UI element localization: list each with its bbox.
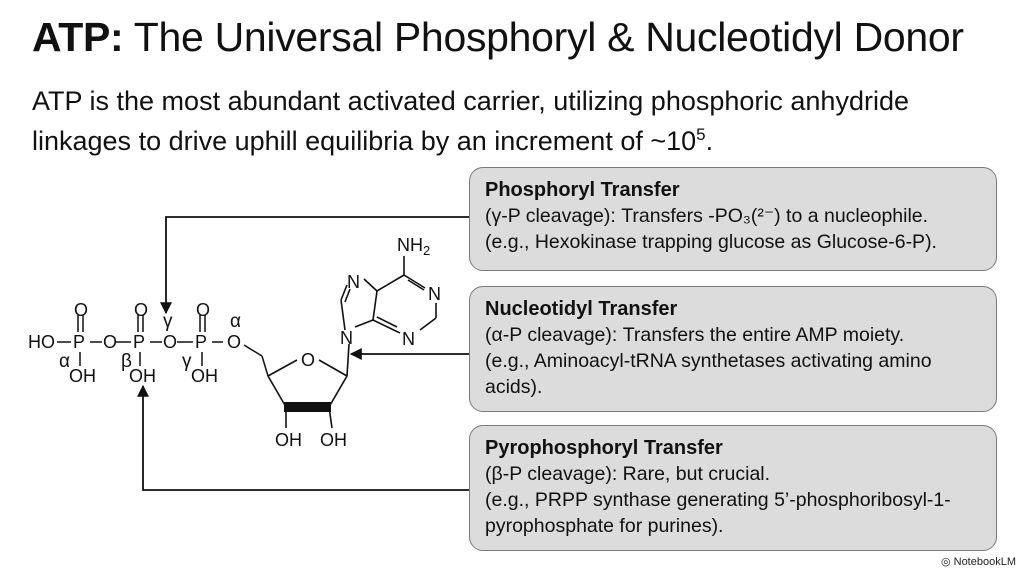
ribose-oh-2: OH [320,430,347,450]
ribose-bold-bond [284,402,331,412]
cleavage-arrows [137,216,469,491]
beta-label: β [121,351,132,372]
oh-bottom-2: OH [129,366,156,386]
title-atp: ATP: [32,14,124,60]
adenine-base: N N N N NH2 [340,235,441,349]
subtitle-exponent: 5 [696,125,706,144]
p-beta-label: P [133,332,145,352]
brand-label: NotebookLM [953,556,1016,568]
o-top-2: O [134,300,148,320]
amino-group: NH2 [397,235,430,258]
gamma-label-top: γ [163,311,173,332]
triphosphate-chain: HO P O P O P O O O O OH OH OH α β γ γ α [28,300,269,386]
alpha-label-left: α [59,351,70,372]
gamma-label-bottom: γ [182,351,192,372]
p-gamma-label: P [195,332,207,352]
amino-subscript: 2 [423,243,430,258]
page-title: ATP: The Universal Phosphoryl & Nucleoti… [32,14,964,61]
o-top-1: O [74,300,88,320]
box-heading: Nucleotidyl Transfer [485,298,678,320]
o-bridge-1: O [103,332,117,352]
adenine-n3: N [402,329,415,349]
box-line: (γ-P cleavage): Transfers -PO₃(²⁻) to a … [485,205,929,227]
box-line: (α-P cleavage): Transfers the entire AMP… [485,324,905,346]
alpha-label-right: α [230,311,241,332]
box-heading: Phosphoryl Transfer [485,179,680,201]
notebooklm-brand: ◎ NotebookLM [941,555,1016,568]
ribose-ring: O OH OH [267,343,350,450]
amino-nh: NH [397,235,423,255]
o-bridge-2: O [163,332,177,352]
oh-bottom-1: OH [69,366,96,386]
oh-bottom-3: OH [191,366,218,386]
subtitle-text: ATP is the most abundant activated carri… [32,86,909,156]
nucleotidyl-transfer-box: Nucleotidyl Transfer (α-P cleavage): Tra… [469,286,997,412]
brand-icon: ◎ [940,556,954,568]
title-rest: The Universal Phosphoryl & Nucleotidyl D… [123,14,964,60]
box-line: (e.g., Hexokinase trapping glucose as Gl… [485,231,937,253]
subtitle: ATP is the most abundant activated carri… [32,84,992,158]
p-alpha-label: P [73,332,85,352]
adenine-n1: N [428,284,441,304]
ho-label: HO [28,332,55,352]
adenine-n7: N [347,272,360,292]
gamma-cleavage-arrow [160,216,469,315]
box-line: (e.g., PRPP synthase generating 5’-phosp… [485,489,951,537]
beta-cleavage-arrow [137,384,469,491]
o-bridge-3: O [227,332,241,352]
ribose-oh-1: OH [275,430,302,450]
subtitle-end: . [705,126,714,156]
box-heading: Pyrophosphoryl Transfer [485,437,723,459]
box-line: (e.g., Aminoacyl-tRNA synthetases activa… [485,350,932,398]
box-line: (β-P cleavage): Rare, but crucial. [485,463,771,485]
ribose-o: O [301,350,315,370]
phosphoryl-transfer-box: Phosphoryl Transfer (γ-P cleavage): Tran… [469,167,997,271]
pyrophosphoryl-transfer-box: Pyrophosphoryl Transfer (β-P cleavage): … [469,425,997,551]
o-top-3: O [196,300,210,320]
adenine-n9: N [340,328,353,348]
